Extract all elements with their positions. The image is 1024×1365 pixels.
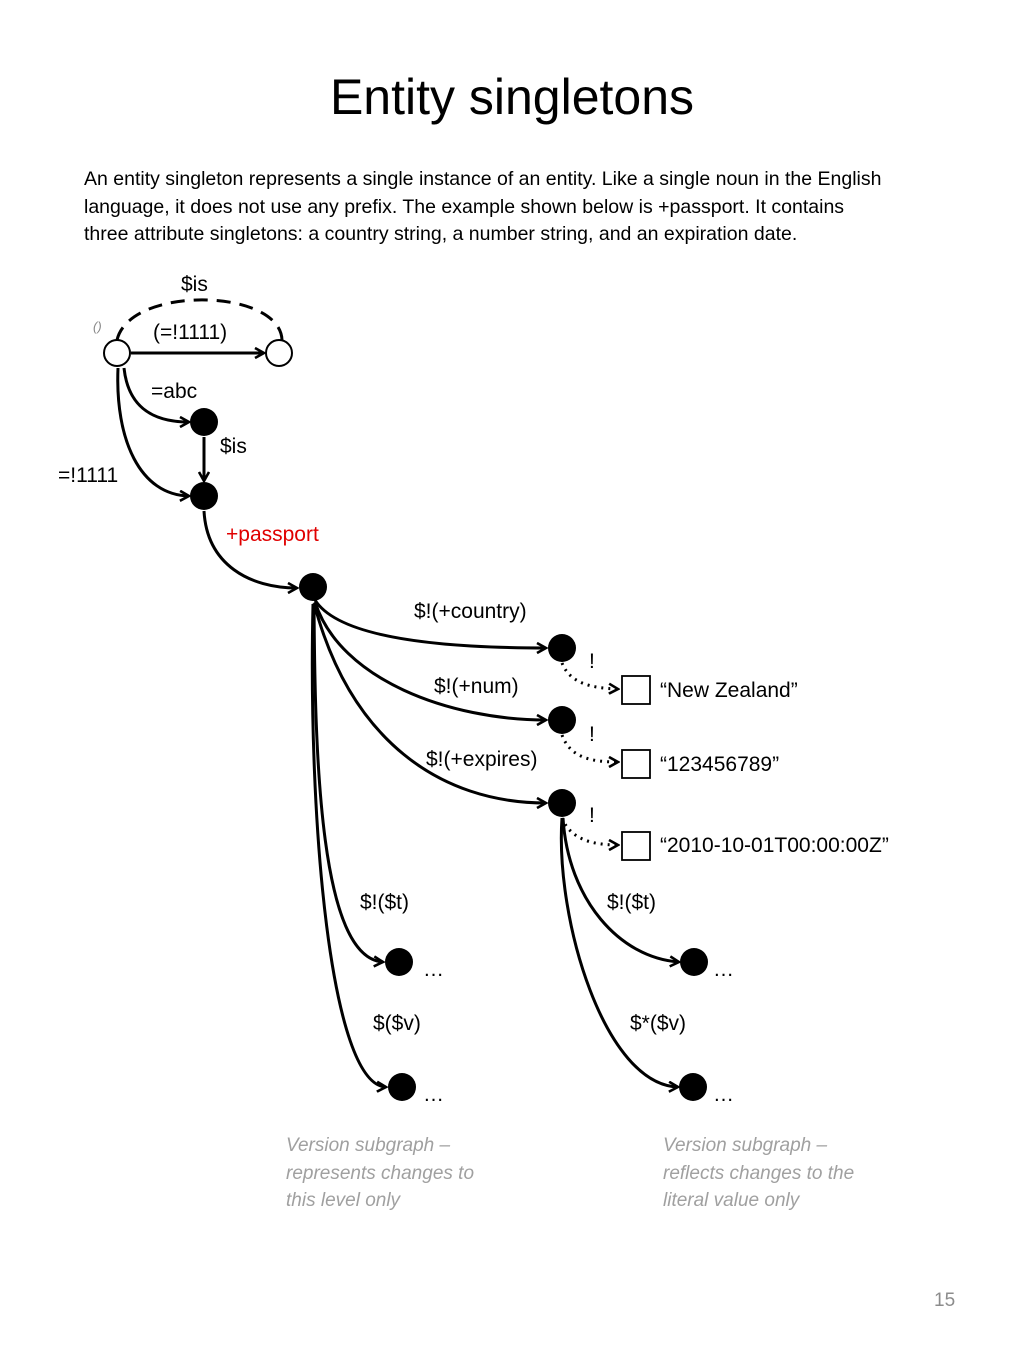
label-t-right: $!($t)	[607, 891, 656, 914]
label-num: $!(+num)	[434, 675, 519, 698]
edge-left-t	[312, 603, 383, 962]
label-v-right: $*($v)	[630, 1012, 686, 1035]
node-expires	[548, 789, 576, 817]
intro-line: An entity singleton represents a single …	[84, 168, 882, 190]
node-num	[548, 706, 576, 734]
label-ellipsis: …	[713, 1083, 734, 1106]
edge-right-t	[561, 817, 679, 962]
node-context-open	[103, 339, 131, 367]
literal-box-expires	[621, 831, 651, 861]
label-ellipsis: …	[713, 958, 734, 981]
note-right-version-subgraph: Version subgraph – reflects changes to t…	[663, 1132, 903, 1215]
edge-country	[313, 599, 546, 648]
label-is-mid: $is	[220, 435, 247, 458]
label-literal-num: “123456789”	[660, 753, 779, 776]
node-1111	[190, 482, 218, 510]
note-left-version-subgraph: Version subgraph – represents changes to…	[286, 1132, 526, 1215]
label-abc: =abc	[151, 380, 197, 403]
note-line: Version subgraph –	[286, 1135, 451, 1156]
literal-box-num	[621, 749, 651, 779]
node-abc	[190, 408, 218, 436]
note-line: represents changes to	[286, 1162, 475, 1184]
intro-line: three attribute singletons: a country st…	[84, 223, 798, 245]
label-passport: +passport	[226, 523, 319, 546]
page-number: 15	[934, 1290, 956, 1311]
label-bang-1: !	[589, 650, 595, 673]
edge-abc	[122, 367, 189, 422]
node-right-t	[680, 948, 708, 976]
node-left-t	[385, 948, 413, 976]
label-bang-2: !	[589, 723, 595, 746]
label-v-left: $($v)	[373, 1012, 421, 1035]
note-line: Version subgraph –	[663, 1135, 828, 1156]
literal-box-country	[621, 675, 651, 705]
label-empty-context: ()	[93, 319, 102, 334]
label-literal-country: “New Zealand”	[660, 679, 798, 702]
node-right-v	[679, 1073, 707, 1101]
node-passport	[299, 573, 327, 601]
label-country: $!(+country)	[414, 600, 527, 623]
note-line: reflects changes to the	[663, 1162, 855, 1184]
edge-passport	[202, 510, 297, 588]
edge-num	[313, 601, 546, 720]
label-equals-1111-paren: (=!1111)	[153, 321, 227, 344]
label-expires: $!(+expires)	[426, 748, 537, 771]
edge-literal-country	[560, 662, 618, 689]
label-equals-1111: =!1111	[58, 464, 118, 487]
edge-is-dashed	[117, 298, 284, 340]
intro-line: language, it does not use any prefix. Th…	[84, 195, 845, 218]
note-line: this level only	[286, 1190, 401, 1211]
node-country	[548, 634, 576, 662]
node-left-v	[388, 1073, 416, 1101]
label-t-left: $!($t)	[360, 891, 409, 914]
edge-right-v	[559, 817, 678, 1087]
label-ellipsis: …	[423, 958, 444, 981]
note-line: literal value only	[663, 1190, 800, 1211]
label-bang-3: !	[589, 804, 595, 827]
slide-title: Entity singletons	[329, 69, 695, 125]
edge-expires	[312, 602, 546, 803]
node-target-open	[265, 339, 293, 367]
label-literal-expires: “2010-10-01T00:00:00Z”	[660, 834, 889, 857]
edge-equals-1111	[116, 367, 189, 496]
label-ellipsis: …	[423, 1083, 444, 1106]
label-is-top: $is	[181, 273, 208, 296]
edge-left-v	[310, 603, 386, 1087]
intro-paragraph: An entity singleton represents a single …	[84, 166, 954, 249]
